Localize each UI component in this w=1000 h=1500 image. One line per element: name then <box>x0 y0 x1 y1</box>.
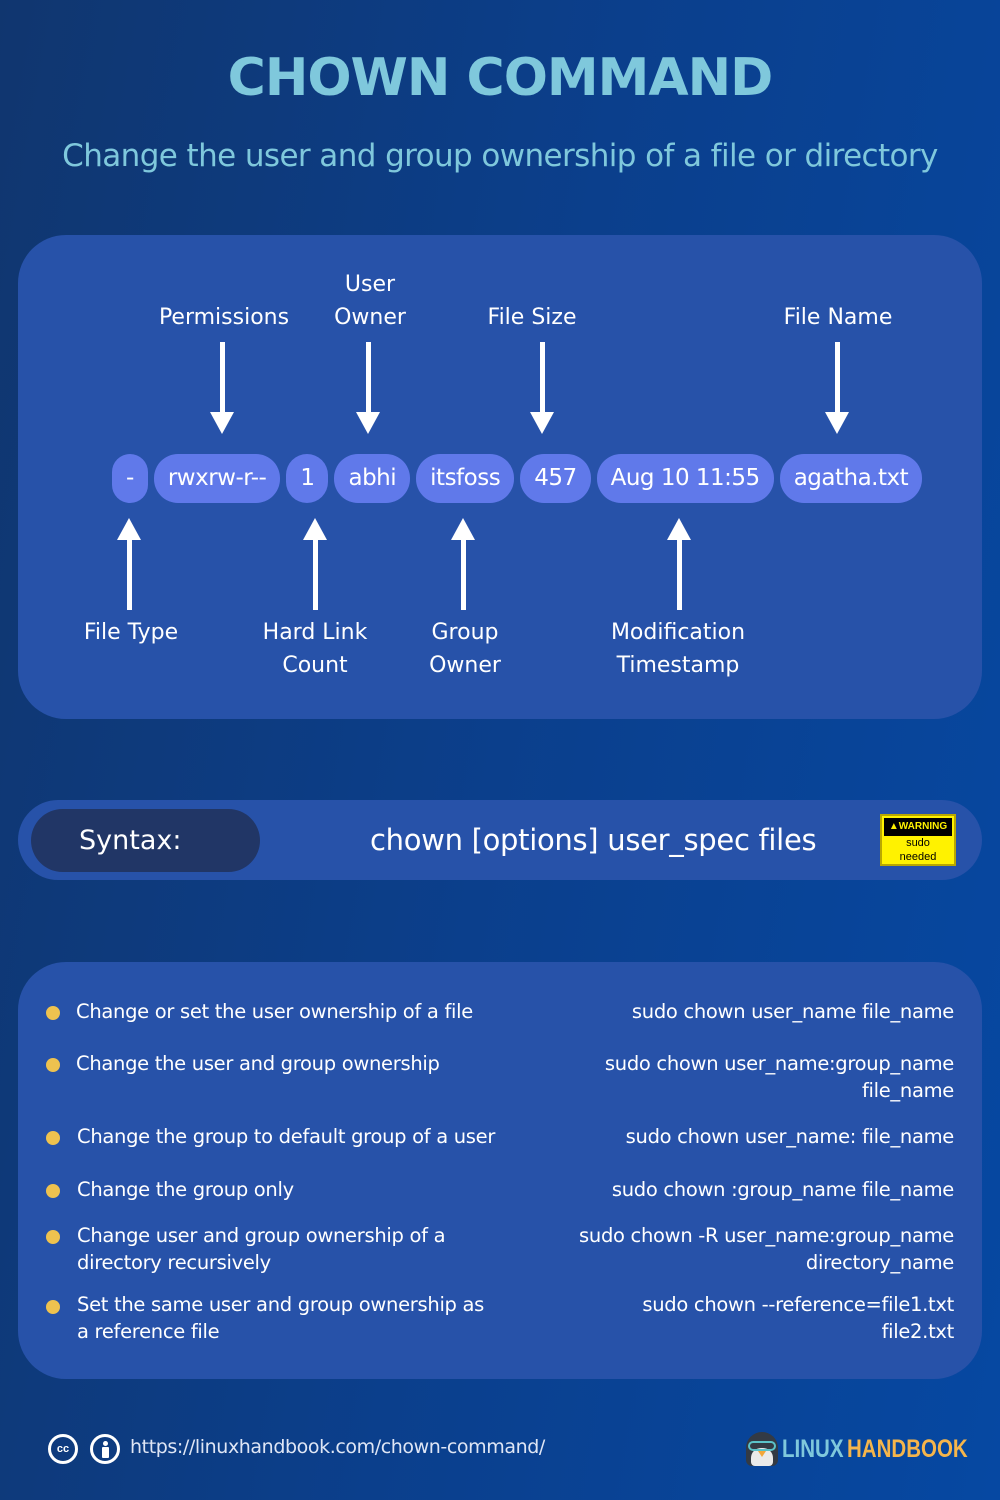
usage-command: sudo chown :group_name file_name <box>611 1178 954 1201</box>
usage-command: sudo chown -R user_name:group_name direc… <box>534 1222 954 1276</box>
warning-line-1: sudo <box>906 837 930 849</box>
label-file-size: File Size <box>487 305 577 330</box>
label-user-owner-line2: Owner <box>334 305 406 330</box>
pill-user-owner: abhi <box>334 454 411 503</box>
syntax-command: chown [options] user_spec files <box>370 823 817 857</box>
label-modification-line1: Modification <box>610 620 746 645</box>
license-icons: cc <box>48 1434 120 1464</box>
usage-description: Change the group to default group of a u… <box>77 1125 496 1148</box>
usage-description-line: Set the same user and group ownership as <box>77 1293 485 1316</box>
bullet-icon <box>46 1184 60 1198</box>
label-permissions: Permissions <box>158 305 290 330</box>
usage-description: Change the group only <box>77 1178 294 1201</box>
pill-file-size: 457 <box>520 454 591 503</box>
warning-title: WARNING <box>898 821 948 832</box>
attribution-icon <box>90 1434 120 1464</box>
pill-permissions: rwxrw-r-- <box>153 454 281 503</box>
usage-description-line: a reference file <box>77 1320 220 1343</box>
pill-group-owner: itsfoss <box>416 454 515 503</box>
label-file-type: File Type <box>83 620 179 645</box>
brand-text-linux: LINUX <box>782 1434 844 1463</box>
ls-output-pills: - rwxrw-r-- 1 abhi itsfoss 457 Aug 10 11… <box>112 454 923 503</box>
label-user-owner-line1: User <box>344 272 396 297</box>
usage-description-line: Change user and group ownership of a <box>77 1224 446 1247</box>
linux-handbook-logo: LINUX HANDBOOK <box>746 1432 994 1466</box>
label-hard-link-line1: Hard Link <box>262 620 368 645</box>
bullet-icon <box>46 1006 60 1020</box>
usage-description: Change the user and group ownership <box>76 1052 440 1075</box>
page-subtitle: Change the user and group ownership of a… <box>62 138 938 174</box>
bullet-icon <box>46 1131 60 1145</box>
creative-commons-icon: cc <box>48 1434 78 1464</box>
pill-timestamp: Aug 10 11:55 <box>596 454 774 503</box>
pill-file-type: - <box>112 454 148 503</box>
penguin-icon <box>746 1432 778 1466</box>
bullet-icon <box>46 1300 60 1314</box>
label-hard-link-line2: Count <box>282 653 348 678</box>
usage-description: Change user and group ownership of a dir… <box>77 1222 537 1276</box>
warning-sign: ▲WARNING sudo needed <box>880 814 956 866</box>
bullet-icon <box>46 1058 60 1072</box>
usage-command: sudo chown user_name: file_name <box>625 1125 955 1148</box>
bullet-icon <box>46 1230 60 1244</box>
brand-text-handbook: HANDBOOK <box>847 1434 968 1463</box>
pill-hard-link-count: 1 <box>286 454 329 503</box>
syntax-bar: Syntax: chown [options] user_spec files … <box>18 800 982 880</box>
usage-command: sudo chown --reference=file1.txt file2.t… <box>534 1291 954 1345</box>
label-modification-line2: Timestamp <box>616 653 740 678</box>
usage-command-line: file_name <box>861 1079 954 1102</box>
source-url-link[interactable]: https://linuxhandbook.com/chown-command/ <box>130 1436 545 1458</box>
label-group-owner-line1: Group <box>431 620 499 645</box>
usage-description-line: directory recursively <box>77 1251 271 1274</box>
pill-file-name: agatha.txt <box>779 454 923 503</box>
usage-description: Set the same user and group ownership as… <box>77 1291 537 1345</box>
syntax-label: Syntax: <box>31 809 260 872</box>
label-group-owner-line2: Owner <box>429 653 501 678</box>
usage-description: Change or set the user ownership of a fi… <box>76 1000 473 1023</box>
usage-examples: Change or set the user ownership of a fi… <box>18 962 982 1379</box>
usage-command-line: sudo chown --reference=file1.txt <box>642 1293 954 1316</box>
warning-line-2: needed <box>899 851 937 863</box>
usage-command-line: sudo chown -R user_name:group_name <box>579 1224 954 1247</box>
warning-triangle-icon: ▲ <box>888 821 899 832</box>
usage-command-line: directory_name <box>805 1251 954 1274</box>
usage-command-line: file2.txt <box>881 1320 955 1343</box>
usage-command: sudo chown user_name:group_name file_nam… <box>534 1050 954 1104</box>
usage-command-line: sudo chown user_name:group_name <box>604 1052 954 1075</box>
usage-command: sudo chown user_name file_name <box>631 1000 954 1023</box>
page-title: CHOWN COMMAND <box>227 48 774 108</box>
label-file-name: File Name <box>783 305 893 330</box>
